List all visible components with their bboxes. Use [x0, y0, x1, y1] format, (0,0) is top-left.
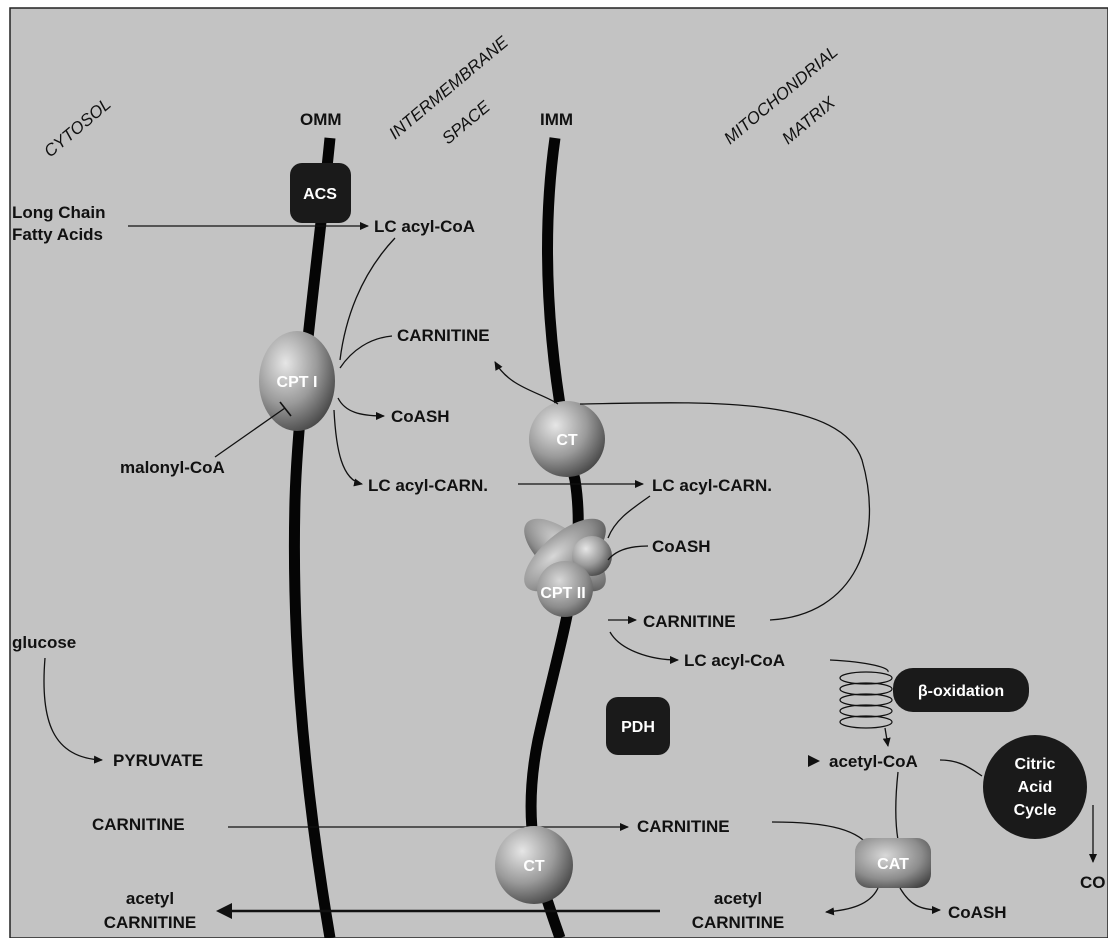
- acs-enzyme-box: [290, 163, 351, 223]
- tca-label-1: Citric: [1015, 756, 1056, 773]
- lc-acyl-carn-to-cpt2: [607, 495, 651, 539]
- tca-label-2: Acid: [1018, 779, 1053, 796]
- co2-partial: CO: [1080, 873, 1106, 892]
- ct-carnitine-out-arrow: [494, 361, 559, 405]
- pdh-enzyme-box: [606, 697, 670, 755]
- carnitine-ims: CARNITINE: [397, 326, 490, 345]
- acetyl-coa-to-tca: [939, 759, 983, 777]
- carnitine-to-cpt1: [339, 335, 393, 369]
- cpt2-to-lc-acyl-coa: [609, 631, 679, 664]
- glucose: glucose: [12, 633, 76, 652]
- lc-acyl-coa-ims: LC acyl-CoA: [374, 217, 475, 236]
- coash-ims: CoASH: [391, 407, 450, 426]
- lc-acyl-carn-matrix: LC acyl-CARN.: [652, 476, 772, 495]
- acetyl-coa-arrowhead: [808, 755, 820, 767]
- cpt1-enzyme: [259, 331, 335, 431]
- acetyl-coa-to-cat: [895, 771, 899, 841]
- ct-carnitine-loop: [579, 402, 870, 621]
- outer-mitochondrial-membrane: [288, 137, 336, 938]
- coash-bottom: CoASH: [948, 903, 1007, 922]
- glucose-to-pyruvate: [43, 657, 103, 764]
- ct-top-enzyme: [529, 401, 605, 477]
- carnitine-matrix-bottom: CARNITINE: [637, 817, 730, 836]
- carnitine-cytosol: CARNITINE: [92, 815, 185, 834]
- coash-matrix: CoASH: [652, 537, 711, 556]
- malonyl-coa-inhibition-line: [214, 407, 286, 458]
- carnitine-matrix: CARNITINE: [643, 612, 736, 631]
- omm-label: OMM: [300, 110, 342, 129]
- cat-label: CAT: [877, 856, 909, 873]
- ct-top-label: CT: [556, 432, 578, 449]
- lcfa-label-1: Long Chain: [12, 203, 105, 222]
- cpt1-to-lc-acyl-carn: [333, 409, 363, 487]
- cat-to-acetyl-carnitine: [825, 887, 879, 916]
- lc-acyl-coa-to-cpt1: [339, 237, 396, 361]
- export-arrowhead: [216, 903, 232, 919]
- lc-acyl-coa-matrix: LC acyl-CoA: [684, 651, 785, 670]
- beta-oxidation-spiral: [829, 659, 893, 729]
- beta-oxidation-box: [893, 668, 1029, 712]
- cpt2-label: CPT II: [540, 585, 585, 602]
- malonyl-coa: malonyl-CoA: [120, 458, 225, 477]
- acs-label: ACS: [303, 186, 337, 203]
- beta-oxidation-label: β-oxidation: [918, 683, 1004, 700]
- coash-to-cpt2: [607, 545, 649, 561]
- acetyl-coa: acetyl-CoA: [829, 752, 918, 771]
- pyruvate: PYRUVATE: [113, 751, 203, 770]
- acetyl-carnitine-cytosol-1: acetyl: [126, 889, 174, 908]
- imm-label: IMM: [540, 110, 573, 129]
- acetyl-carnitine-cytosol-2: CARNITINE: [104, 913, 197, 932]
- acetyl-carnitine-matrix-2: CARNITINE: [692, 913, 785, 932]
- pdh-label: PDH: [621, 719, 655, 736]
- acetyl-carnitine-matrix-1: acetyl: [714, 889, 762, 908]
- cpt1-label: CPT I: [277, 374, 318, 391]
- beta-oxidation-to-acetyl-coa: [882, 727, 891, 747]
- tca-label-3: Cycle: [1014, 802, 1057, 819]
- lc-acyl-carn-ims: LC acyl-CARN.: [368, 476, 488, 495]
- cpt1-to-coash: [337, 397, 385, 420]
- ct-bottom-label: CT: [523, 858, 545, 875]
- ct-bottom-enzyme: [495, 826, 573, 904]
- lcfa-label-2: Fatty Acids: [12, 225, 103, 244]
- cat-enzyme: [855, 838, 931, 888]
- cat-to-coash: [899, 887, 941, 914]
- inhibition-bar: [279, 401, 292, 417]
- citric-acid-cycle: [983, 735, 1087, 839]
- cpt2-enzyme: [524, 518, 612, 617]
